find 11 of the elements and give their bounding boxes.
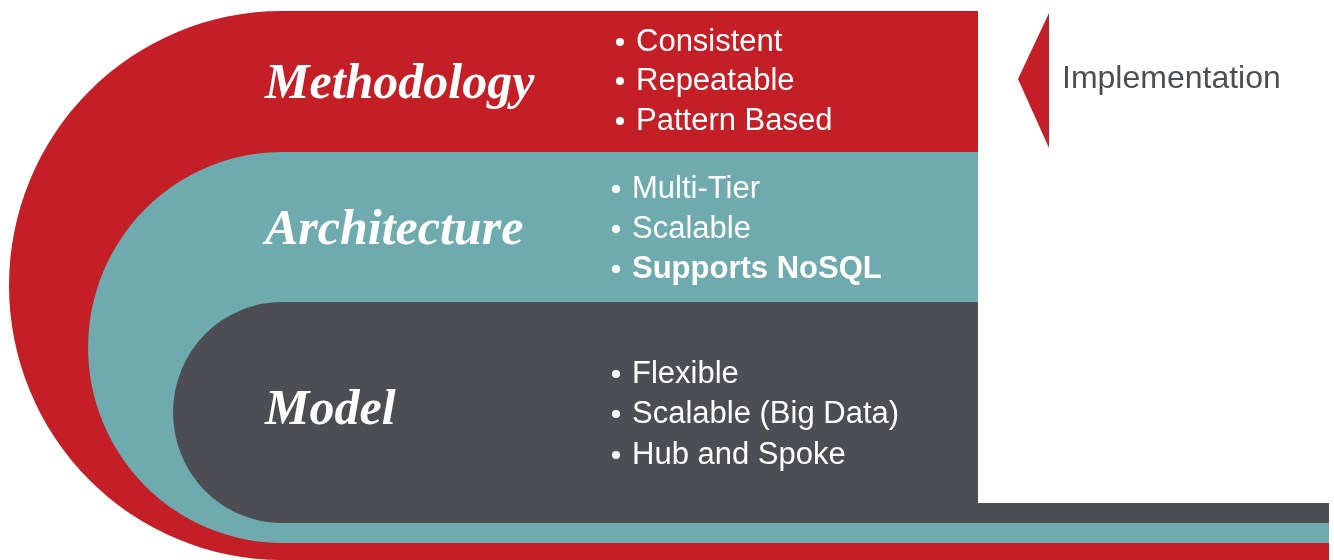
bullet-text: Multi-Tier bbox=[632, 172, 760, 203]
bullet-text: Scalable bbox=[632, 212, 751, 243]
bullet-text: Supports NoSQL bbox=[632, 252, 882, 283]
bullet-text: Flexible bbox=[632, 357, 739, 388]
bullet-text: Consistent bbox=[636, 25, 783, 56]
side-label: Implementation bbox=[1062, 61, 1281, 93]
band-heading: Model bbox=[265, 382, 396, 432]
bullet-text: Pattern Based bbox=[636, 104, 833, 135]
bullet-text: Repeatable bbox=[636, 64, 795, 95]
bullet-text: Scalable (Big Data) bbox=[632, 397, 900, 428]
bullet-text: Hub and Spoke bbox=[632, 438, 846, 469]
